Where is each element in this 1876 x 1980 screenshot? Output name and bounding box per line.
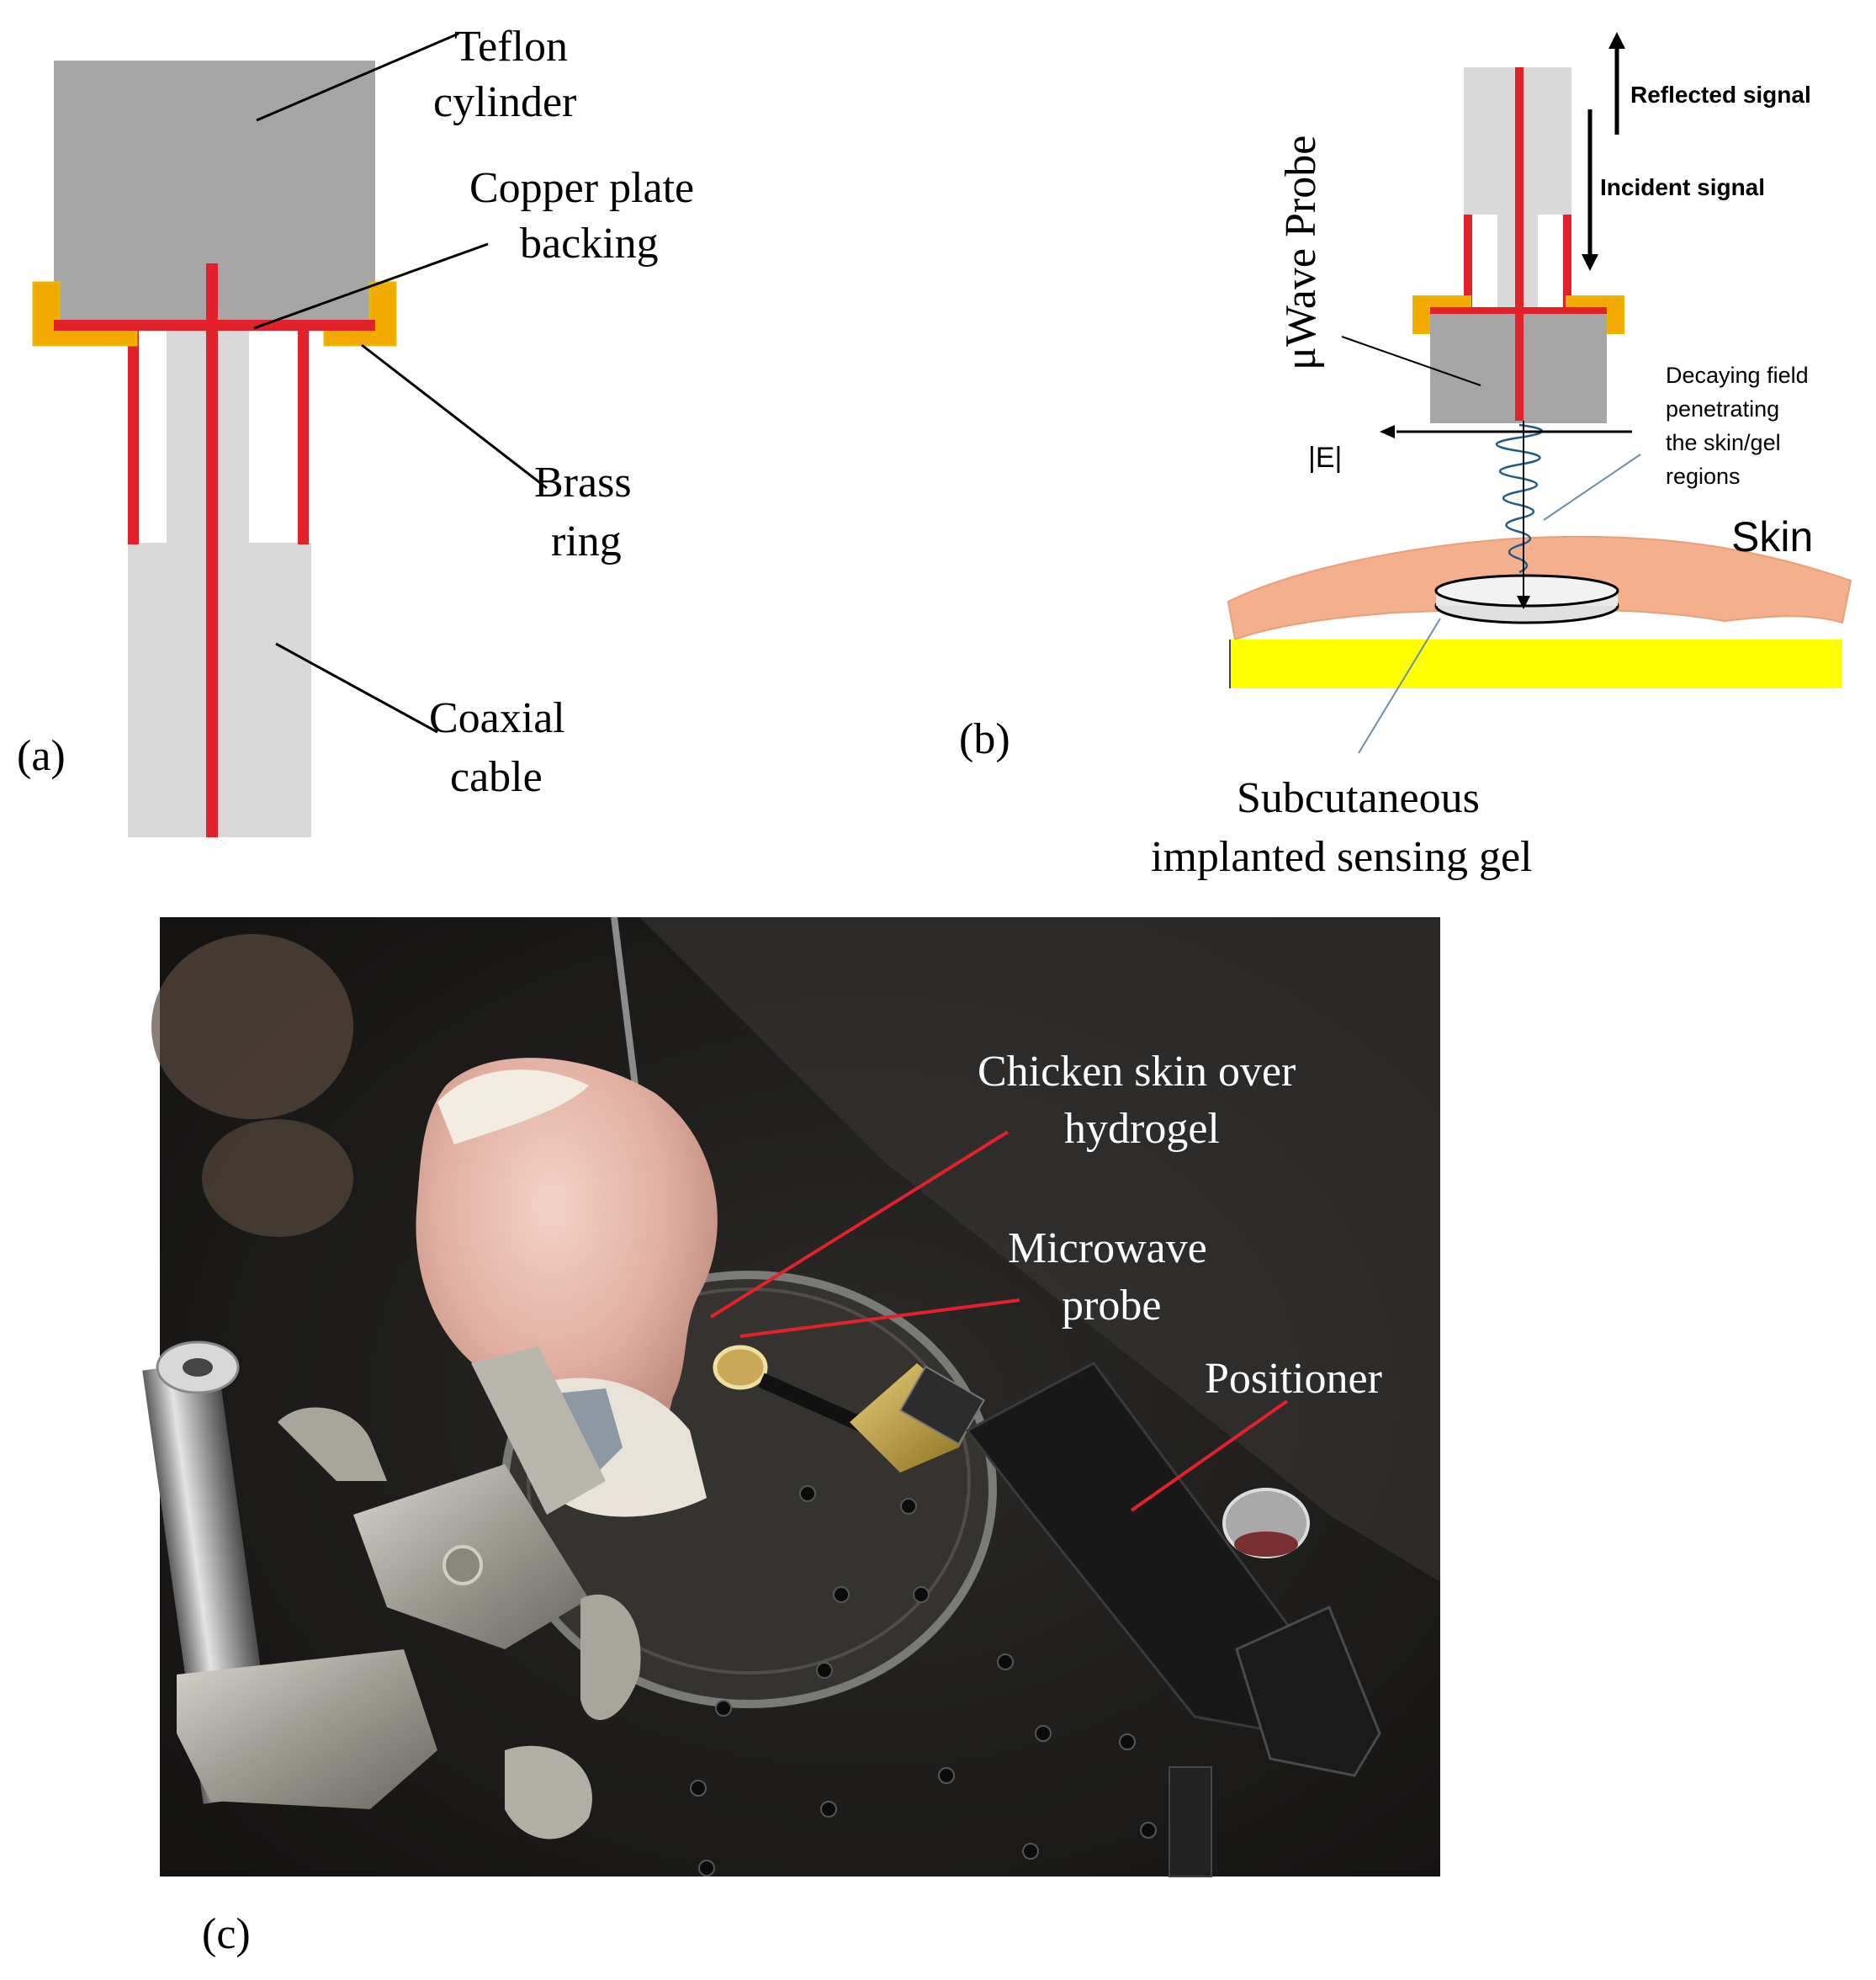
- glass-reflection: [639, 917, 1440, 1582]
- coax-leader-line: [275, 642, 438, 734]
- reflected-signal-label: Reflected signal: [1630, 82, 1811, 108]
- coax-label-line1: Coaxial: [429, 694, 565, 742]
- outer-conductor-left: [128, 330, 139, 544]
- chicken-label-line1: Chicken skin over: [978, 1048, 1296, 1096]
- brass-leader-line: [361, 343, 548, 490]
- teflon-label-line2: cylinder: [433, 78, 576, 126]
- positioner-pointer-line: [1130, 1399, 1289, 1512]
- chicken-bone-end: [437, 1070, 589, 1144]
- chicken-label-line2: hydrogel: [1064, 1105, 1220, 1153]
- clamp-screw: [443, 1545, 483, 1585]
- teflon-label-line1: Teflon: [454, 23, 568, 71]
- panel-c-label: (c): [202, 1910, 251, 1958]
- gel-label-line2: implanted sensing gel: [1151, 833, 1532, 881]
- teflon-leader-line: [256, 32, 459, 122]
- thumb-screw-right: [580, 1594, 641, 1720]
- tissue-base: [1230, 640, 1842, 688]
- positioner-end: [1235, 1605, 1381, 1777]
- decay-leader-line: [1543, 454, 1641, 521]
- skin-label: Skin: [1731, 513, 1813, 560]
- panel-a-probe-diagram: [32, 32, 548, 837]
- probe-photo-label-line1: Microwave: [1008, 1224, 1207, 1272]
- panel-c-photo: [142, 916, 1440, 1877]
- reflected-arrowhead: [1608, 32, 1625, 49]
- brass-label-line2: ring: [551, 518, 622, 565]
- gel-disc-top: [1434, 574, 1619, 608]
- brass-label-line1: Brass: [534, 459, 632, 507]
- probe-photo-label-line2: probe: [1062, 1282, 1161, 1330]
- coax-outer-jacket: [128, 543, 311, 837]
- probe-vertical-label: μWave Probe: [1277, 135, 1325, 370]
- incident-arrowhead: [1582, 254, 1598, 271]
- chicken-pointer-line: [709, 1130, 1010, 1319]
- decaying-field-wave: [1496, 423, 1543, 574]
- decay-label-line3: the skin/gel: [1666, 430, 1781, 455]
- blurred-object-left: [151, 934, 353, 1119]
- decay-label-line1: Decaying field: [1666, 363, 1809, 388]
- field-axis-arrowhead: [1517, 596, 1530, 609]
- decay-label-line2: penetrating: [1666, 396, 1779, 422]
- gel-label-line1: Subcutaneous: [1237, 774, 1480, 822]
- blurred-object-left-2: [202, 1119, 353, 1237]
- inner-conductor: [206, 263, 218, 837]
- efield-label: |E|: [1308, 442, 1342, 474]
- panel-a-label: (a): [17, 732, 66, 780]
- copper-leader-line: [253, 242, 489, 330]
- lower-thumb-screw: [505, 1745, 592, 1839]
- copper-label-line2: backing: [520, 220, 659, 268]
- probe-pointer-line: [739, 1298, 1020, 1338]
- probe-outer-conductor-left: [1464, 215, 1472, 311]
- efield-arrowhead: [1380, 425, 1395, 438]
- probe-gap-right: [1538, 215, 1563, 311]
- incident-signal-label: Incident signal: [1600, 174, 1765, 200]
- probe-outer-conductor-right: [1563, 215, 1571, 311]
- probe-leader-line: [1341, 336, 1481, 386]
- clamp-jaw: [471, 1346, 606, 1515]
- probe-inner-conductor: [1515, 67, 1524, 421]
- positioner-label: Positioner: [1205, 1355, 1382, 1403]
- positioner-rail: [1169, 1766, 1212, 1877]
- panel-b-sensing-diagram: [1227, 32, 1852, 754]
- decay-label-line4: regions: [1666, 464, 1741, 489]
- thumb-screw-top: [278, 1407, 387, 1481]
- probe-gap-left: [1472, 215, 1497, 311]
- positioner-knob-ring: [1234, 1531, 1298, 1557]
- outer-conductor-right: [298, 330, 309, 544]
- panel-b-label: (b): [959, 715, 1010, 763]
- lower-clamp: [177, 1649, 437, 1809]
- breadboard-holes: [690, 1485, 1157, 1876]
- holder-clamp: [898, 1365, 986, 1446]
- gel-leader-line: [1358, 618, 1441, 754]
- rod-top-hole: [183, 1358, 213, 1377]
- copper-label-line1: Copper plate: [469, 164, 694, 212]
- coax-label-line2: cable: [450, 753, 543, 801]
- petri-dish-inner: [527, 1287, 971, 1675]
- probe-tip: [713, 1345, 768, 1390]
